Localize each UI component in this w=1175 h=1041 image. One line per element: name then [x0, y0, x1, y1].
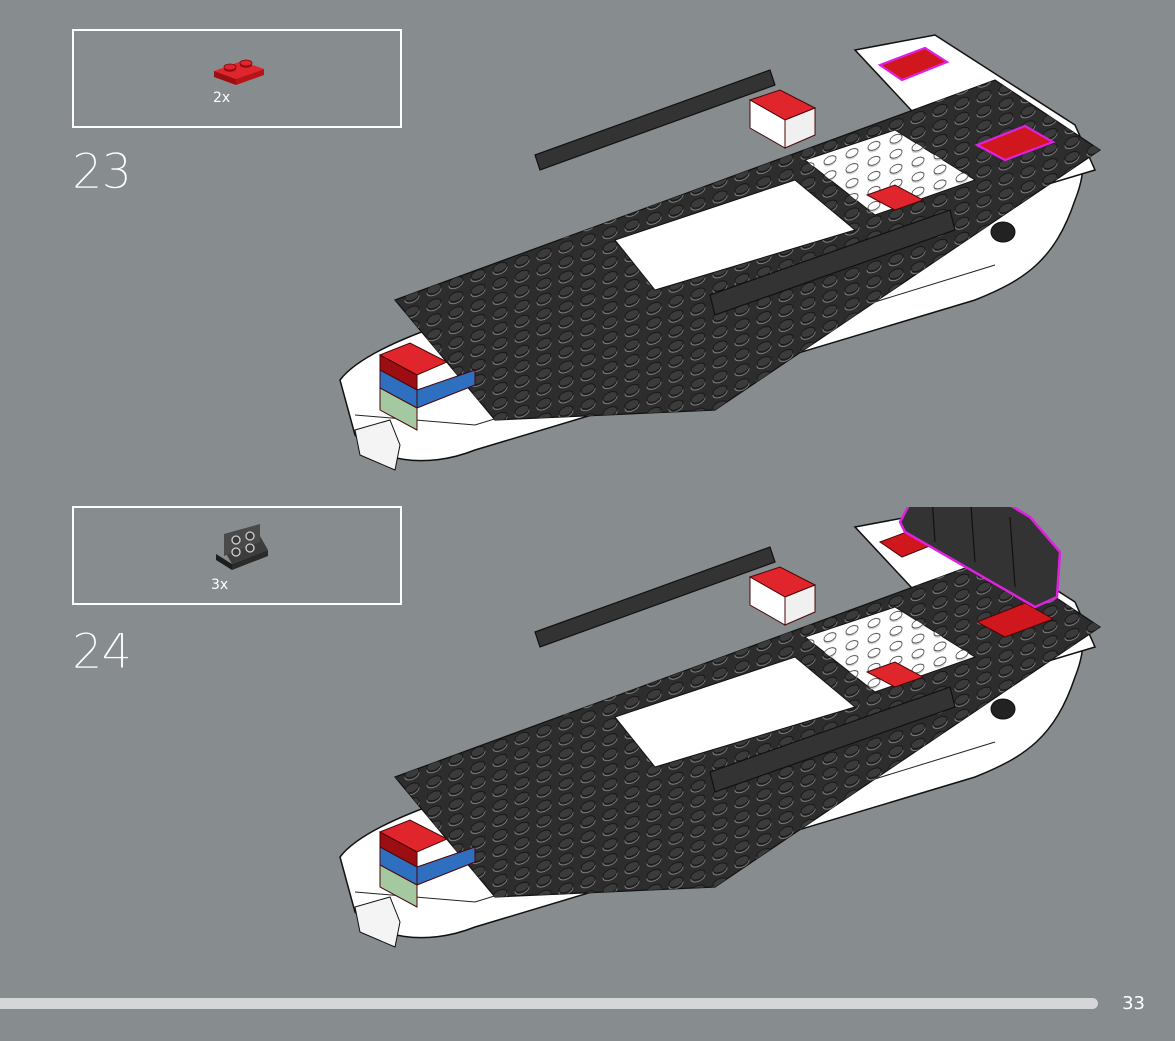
page-progress-bar: [0, 998, 1098, 1009]
part-quantity: 2x: [213, 90, 231, 106]
boat-model-step-23: [339, 34, 1102, 471]
page-number: 33: [1122, 993, 1145, 1014]
bracket-plate-icon: [216, 524, 268, 570]
red-plate-icon: [214, 59, 264, 85]
step-number: 24: [72, 624, 133, 680]
boat-model-step-24: [339, 507, 1102, 948]
parts-callout-step-24: 3x: [72, 506, 402, 605]
part-quantity: 3x: [211, 577, 229, 593]
step-number: 23: [72, 144, 133, 200]
parts-callout-step-23: 2x: [72, 29, 402, 128]
